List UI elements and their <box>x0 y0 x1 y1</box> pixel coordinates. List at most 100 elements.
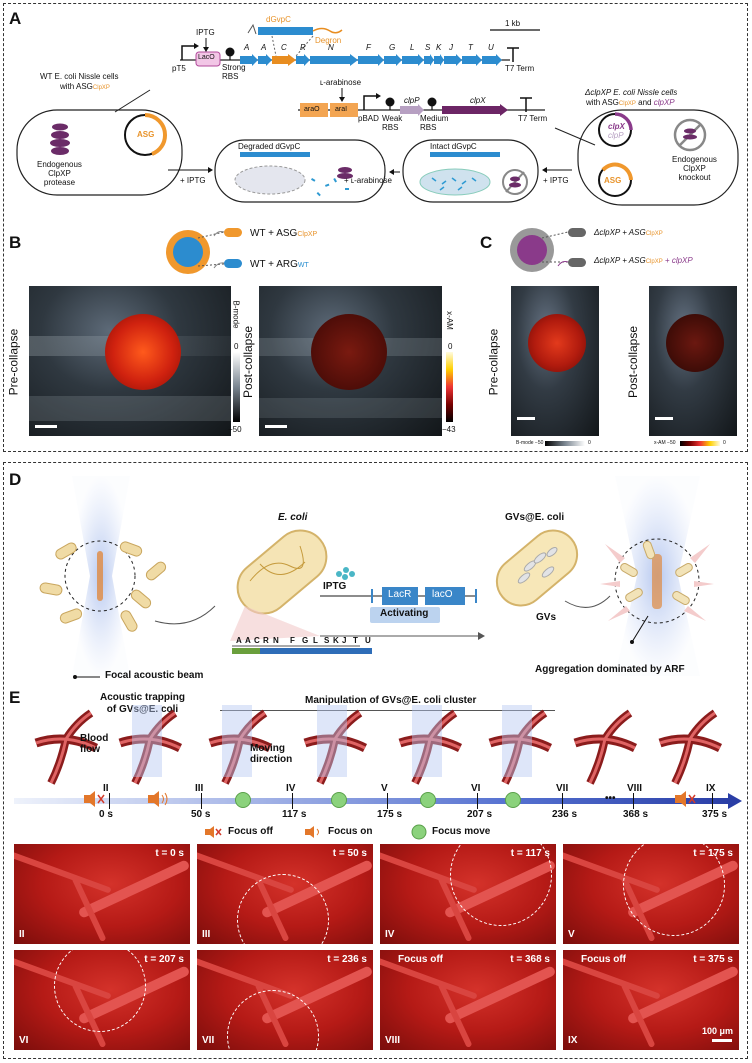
timeline-time: 207 s <box>467 809 493 820</box>
timeline-time: 236 s <box>552 809 578 820</box>
timeline-time: 0 s <box>99 809 113 820</box>
b-pre-collapse-image <box>29 286 231 436</box>
timeline-time: 50 s <box>191 809 211 820</box>
e-moving-direction-label: Moving direction <box>250 743 293 765</box>
frame-time: t = 50 s <box>332 848 367 859</box>
d-gvs-ecoli-label: GVs@E. coli <box>505 512 565 523</box>
medium-rbs-label: Medium RBS <box>420 114 449 132</box>
strong-rbs-label: Strong RBS <box>222 63 246 81</box>
timeline-tick <box>633 793 634 809</box>
xam-bottom: −43 <box>442 425 456 434</box>
c-xam-colorbar <box>680 441 720 446</box>
bmode-bottom: −50 <box>228 425 242 434</box>
frame-roman: VII <box>202 1035 215 1046</box>
e-timeline-bar <box>14 798 730 804</box>
clpx-small-label: clpX <box>608 122 625 131</box>
timeline-tick <box>109 793 110 809</box>
panel-b-label: B <box>9 233 22 252</box>
panel-b-legend-1: WT + ASGClpXP <box>250 228 318 239</box>
d-ecoli-label: E. coli <box>278 512 308 523</box>
dgvpc-label: dGvpC <box>266 15 291 24</box>
dclpxp-cells-line1: ΔclpXP E. coli Nissle cells <box>585 88 678 97</box>
e-timeline-icons <box>84 791 696 808</box>
b-post-collapse-label: Post-collapse <box>241 325 256 399</box>
timeline-roman: II <box>103 783 109 794</box>
b-pre-collapse-label: Pre-collapse <box>6 328 21 396</box>
microscopy-frame: VII t = 236 s <box>197 950 373 1050</box>
e-vessel-row <box>0 705 752 785</box>
focus-move-icon <box>235 792 251 808</box>
focus-off-icon <box>84 791 105 807</box>
timeline-roman: VII <box>556 783 569 794</box>
c-pre-collapse-label: Pre-collapse <box>486 328 501 396</box>
frame-time: t = 175 s <box>693 848 733 859</box>
e-legend-focus-move: Focus move <box>432 826 491 837</box>
xam-colorbar-title: x-AM <box>444 311 454 330</box>
endogenous-protease-label: Endogenous ClpXP protease <box>37 160 82 187</box>
e-timeline-arrowhead <box>728 793 742 809</box>
frame-roman: VIII <box>385 1035 401 1046</box>
clpp-small-label: clpP <box>608 131 624 140</box>
frame-roman: III <box>202 929 211 940</box>
c-bmode-label-right: 0 <box>588 440 591 446</box>
focus-off-icon <box>205 826 222 838</box>
plus-iptg-2: + IPTG <box>543 176 569 185</box>
pbad-label: pBAD <box>358 114 379 123</box>
focus-off-icon <box>675 791 696 807</box>
vessel <box>14 850 112 894</box>
e-manip-title: Manipulation of GVs@E. coli cluster <box>305 695 477 706</box>
panel-c-legend-graphic <box>510 228 586 272</box>
d-iptg-label: IPTG <box>323 581 347 592</box>
plus-iptg-1: + IPTG <box>180 176 206 185</box>
timeline-time: 368 s <box>623 809 649 820</box>
e-dots: ••• <box>605 793 616 804</box>
frame-time: t = 236 s <box>327 954 367 965</box>
xam-colorbar <box>446 352 453 422</box>
focus-move-icon <box>505 792 521 808</box>
clpx-label: clpX <box>470 96 486 105</box>
e-legend-icons <box>205 824 427 840</box>
panel-b-legend-graphic <box>166 228 242 274</box>
d-gene-cluster-bar <box>232 648 372 654</box>
panel-d-schematic <box>39 476 714 679</box>
e-legend-focus-on: Focus on <box>328 826 373 837</box>
timeline-tick <box>387 793 388 809</box>
frame-roman: IV <box>385 929 395 940</box>
frame-roman: IX <box>568 1035 578 1046</box>
scale-bar <box>655 417 673 420</box>
c-pre-collapse-image <box>511 286 599 436</box>
c-post-signal-circle <box>666 314 724 372</box>
degron-label: Degron <box>315 36 342 45</box>
microscopy-frame: III t = 50 s <box>197 844 373 944</box>
panel-de-box <box>3 462 748 1059</box>
c-post-collapse-image <box>649 286 737 436</box>
timeline-roman: VIII <box>627 783 643 794</box>
timeline-roman: III <box>195 783 204 794</box>
wt-cells-line1: WT E. coli Nissle cells <box>40 72 119 81</box>
b-post-collapse-image <box>259 286 442 436</box>
panel-abc-box <box>3 3 748 452</box>
weak-rbs-label: Weak RBS <box>382 114 403 132</box>
timeline-time: 375 s <box>702 809 728 820</box>
panel-c-label: C <box>480 233 493 252</box>
t7-term-label: T7 Term <box>505 64 535 73</box>
c-pre-signal-circle <box>528 314 586 372</box>
panel-c-legend-2: ΔclpXP + ASGClpXP + clpXP <box>594 256 693 265</box>
e-legend-focus-off: Focus off <box>228 826 273 837</box>
dclpxp-cells-line2: with ASGClpXP and clpXP <box>586 98 675 107</box>
asg-label-2: ASG <box>604 176 622 185</box>
frame-focus-off: Focus off <box>398 954 443 965</box>
e-blood-flow-label: Blood flow <box>80 733 109 755</box>
l-arabinose-label: ʟ-arabinose <box>320 78 362 87</box>
timeline-roman: V <box>381 783 388 794</box>
bmode-colorbar <box>233 352 240 422</box>
e-trap-title: Acoustic trapping of GVs@E. coli <box>100 692 186 715</box>
panel-c-legend-1: ΔclpXP + ASGClpXP <box>594 228 663 237</box>
e-manip-bracket <box>220 710 555 711</box>
b-post-signal-circle <box>311 314 387 390</box>
timeline-roman: VI <box>471 783 481 794</box>
arao-label: araO <box>304 106 320 113</box>
